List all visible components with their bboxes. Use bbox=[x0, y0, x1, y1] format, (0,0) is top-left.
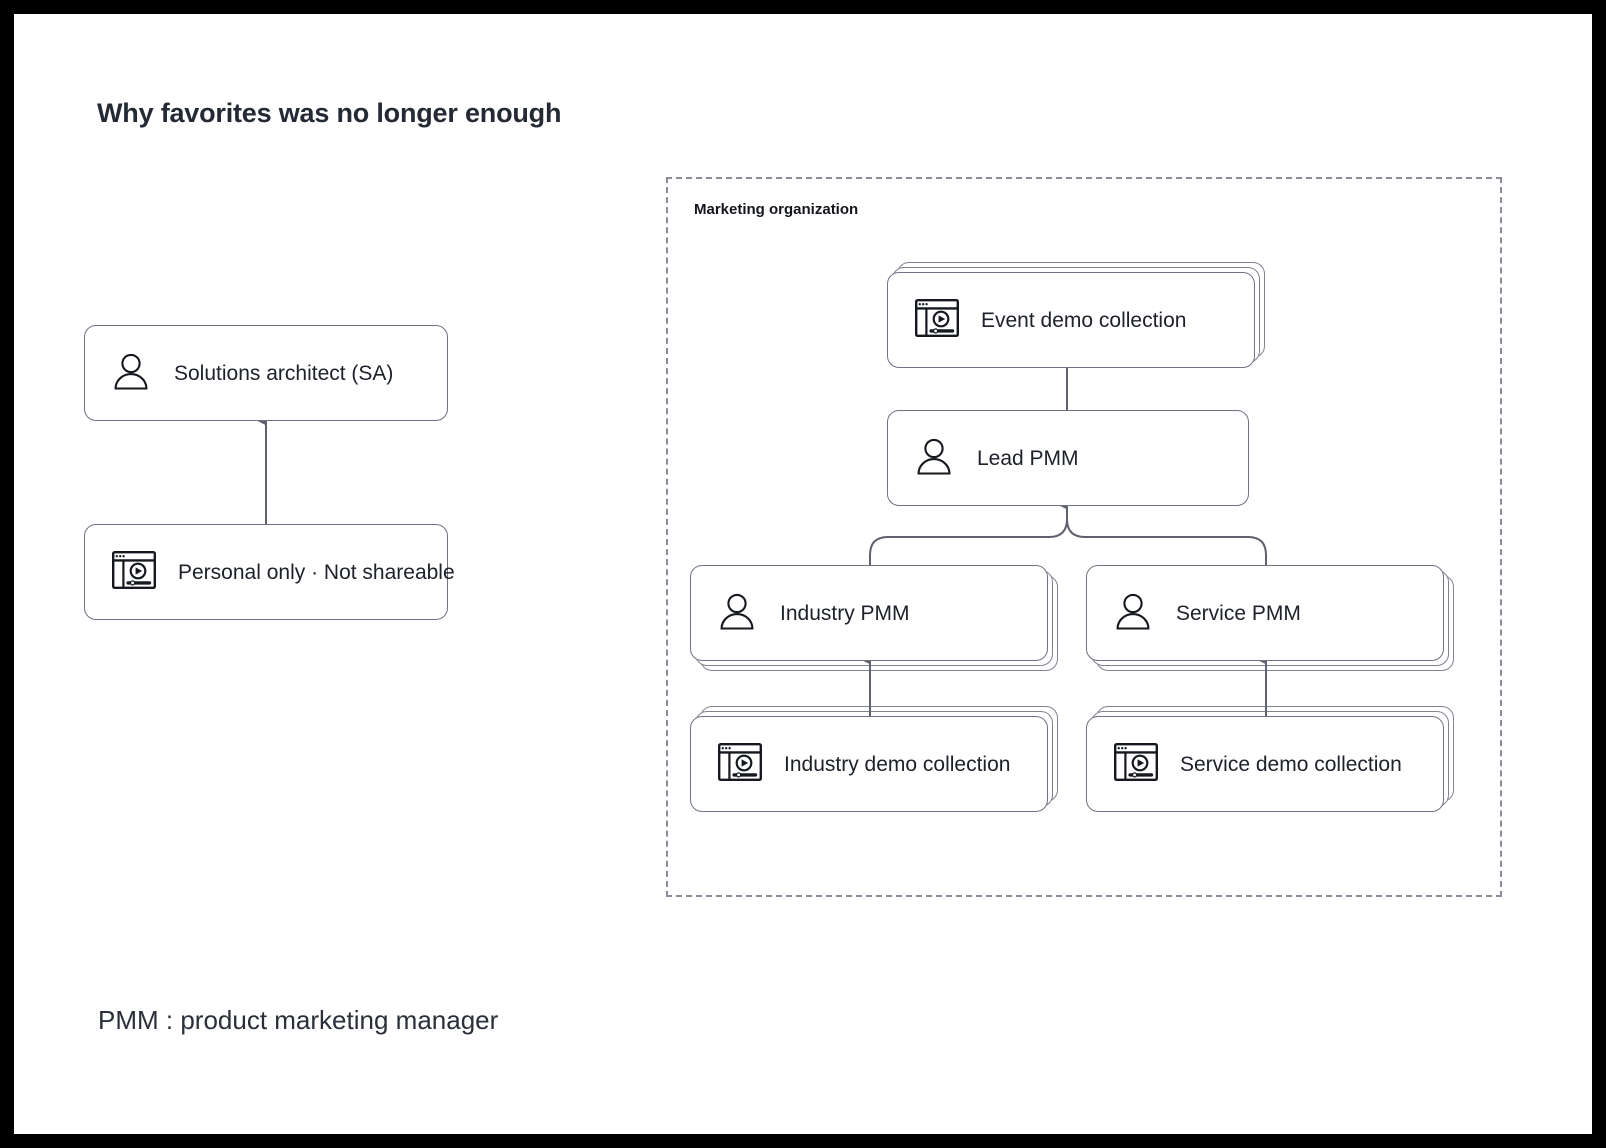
demo-collection-icon bbox=[915, 298, 959, 342]
node-industry-demo-collection[interactable]: Industry demo collection bbox=[690, 716, 1048, 812]
demo-collection-icon bbox=[718, 742, 762, 786]
person-icon bbox=[718, 591, 756, 636]
node-label: Service PMM bbox=[1176, 601, 1301, 625]
node-label: Industry PMM bbox=[780, 601, 910, 625]
demo-collection-icon bbox=[1114, 742, 1158, 786]
footer-legend: PMM : product marketing manager bbox=[98, 1005, 499, 1035]
marketing-organization-label: Marketing organization bbox=[694, 201, 859, 218]
node-label: Personal only · Not shareable bbox=[178, 560, 455, 584]
node-label: Lead PMM bbox=[977, 446, 1079, 470]
person-icon bbox=[915, 436, 953, 481]
marketing-organization-group bbox=[666, 177, 1502, 897]
node-service-demo-collection[interactable]: Service demo collection bbox=[1086, 716, 1444, 812]
node-label: Industry demo collection bbox=[784, 752, 1011, 776]
node-label: Service demo collection bbox=[1180, 752, 1402, 776]
demo-collection-icon bbox=[112, 550, 156, 594]
node-label: Event demo collection bbox=[981, 308, 1187, 332]
node-industry-pmm[interactable]: Industry PMM bbox=[690, 565, 1048, 661]
node-event-demo-collection[interactable]: Event demo collection bbox=[887, 272, 1255, 368]
page-title: Why favorites was no longer enough bbox=[97, 98, 562, 128]
person-icon bbox=[1114, 591, 1152, 636]
node-solutions-architect[interactable]: Solutions architect (SA) bbox=[84, 325, 448, 421]
node-service-pmm[interactable]: Service PMM bbox=[1086, 565, 1444, 661]
person-icon bbox=[112, 351, 150, 396]
node-personal-only[interactable]: Personal only · Not shareable bbox=[84, 524, 455, 620]
node-label: Solutions architect (SA) bbox=[174, 361, 394, 385]
node-lead-pmm[interactable]: Lead PMM bbox=[887, 410, 1249, 506]
slide-canvas: Why favorites was no longer enough Marke… bbox=[14, 14, 1592, 1134]
